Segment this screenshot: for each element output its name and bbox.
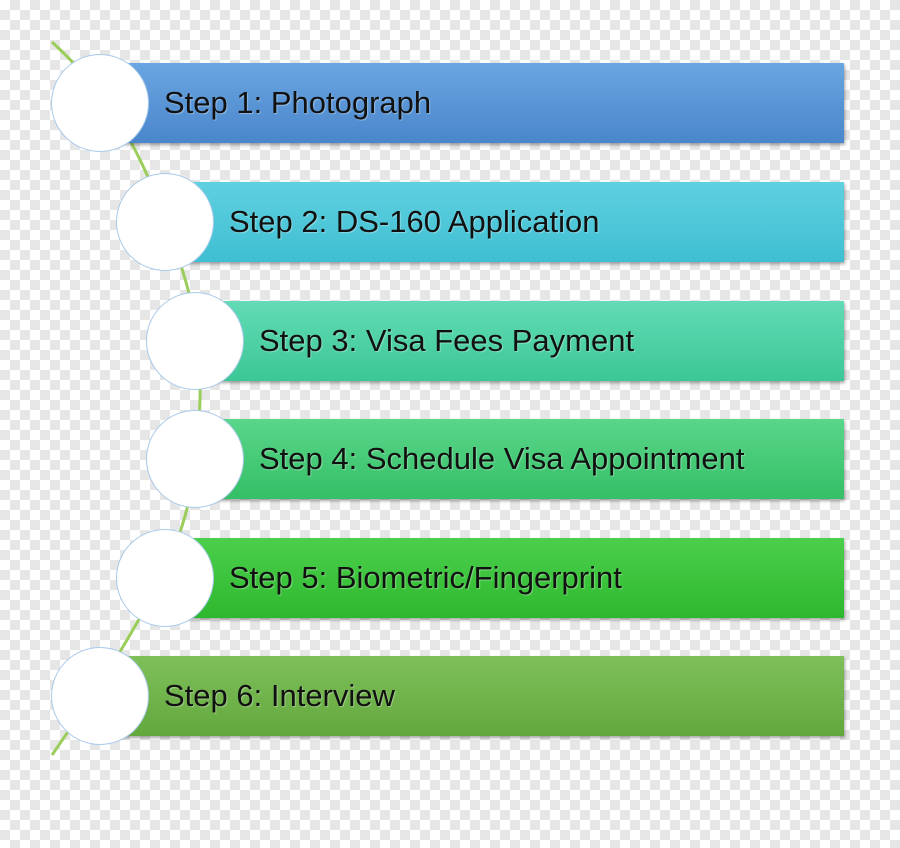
step-4-label: Step 4: Schedule Visa Appointment bbox=[259, 441, 745, 476]
step-2-label: Step 2: DS-160 Application bbox=[229, 204, 600, 239]
step-5-label: Step 5: Biometric/Fingerprint bbox=[229, 560, 622, 595]
step-1-label: Step 1: Photograph bbox=[164, 85, 432, 120]
step-1-circle-icon bbox=[51, 54, 149, 152]
step-2-circle-icon bbox=[116, 173, 214, 271]
step-5-bar bbox=[165, 538, 844, 618]
step-3-circle-icon bbox=[146, 292, 244, 390]
step-6-circle-icon bbox=[51, 647, 149, 745]
step-3-label: Step 3: Visa Fees Payment bbox=[259, 323, 635, 358]
step-2-bar bbox=[165, 182, 844, 262]
step-4-bar bbox=[195, 419, 844, 499]
step-4-circle-icon bbox=[146, 410, 244, 508]
step-5-circle-icon bbox=[116, 529, 214, 627]
step-3-bar bbox=[195, 301, 844, 381]
step-6-label: Step 6: Interview bbox=[164, 678, 395, 713]
step-6-bar bbox=[100, 656, 844, 736]
step-1-bar bbox=[100, 63, 844, 143]
